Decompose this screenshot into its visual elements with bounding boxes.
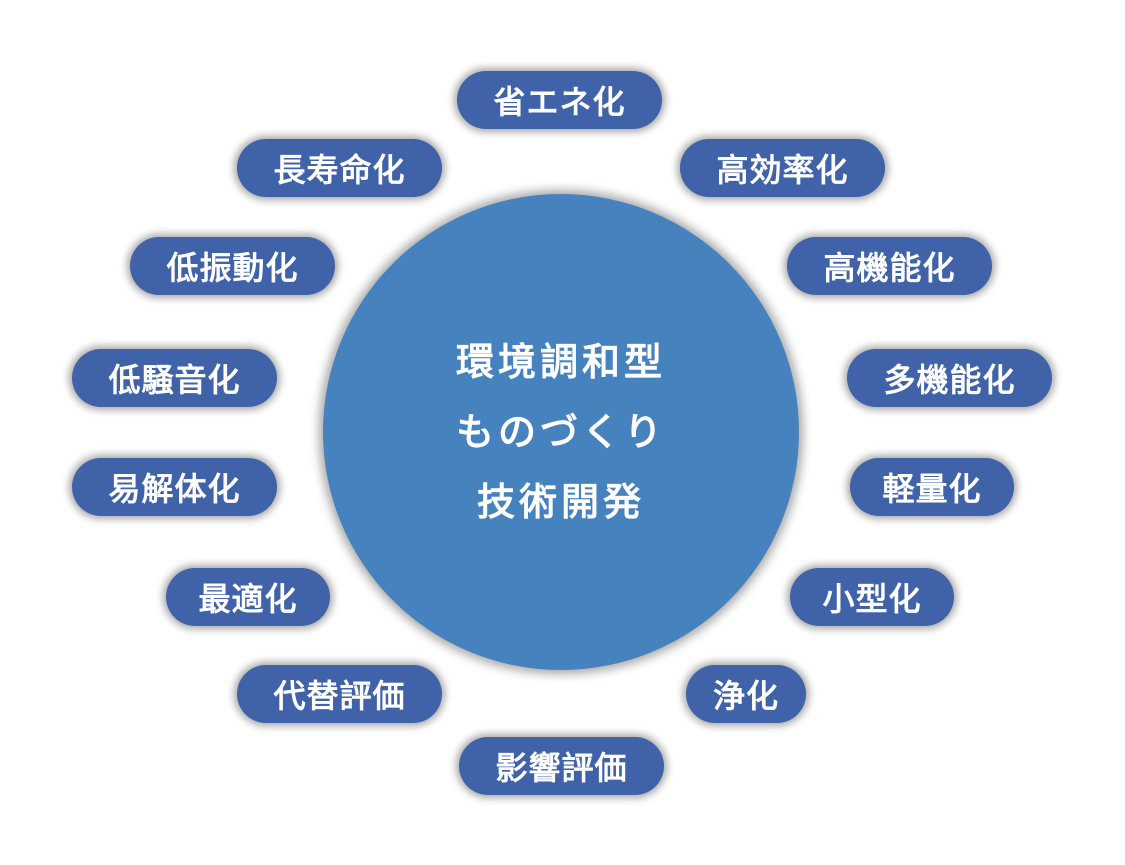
pill-label: 最適化: [198, 580, 298, 618]
pill-label: 軽量化: [882, 470, 982, 508]
pill-label: 長寿命化: [273, 151, 406, 189]
pill-label: 多機能化: [883, 361, 1016, 399]
pill-miniaturization: 小型化: [790, 568, 954, 626]
pill-high-efficiency: 高効率化: [680, 139, 885, 197]
pill-impact-assessment: 影響評価: [459, 737, 664, 795]
pill-label: 小型化: [822, 580, 922, 618]
pill-label: 易解体化: [108, 470, 241, 508]
pill-label: 影響評価: [495, 749, 628, 787]
center-line-2: ものづくり: [455, 410, 666, 454]
pill-easy-disassembly: 易解体化: [72, 458, 277, 516]
pill-low-vibration: 低振動化: [130, 237, 335, 295]
pill-label: 代替評価: [273, 677, 406, 715]
pill-label: 高機能化: [823, 249, 956, 287]
pill-label: 高効率化: [716, 151, 849, 189]
pill-label: 低振動化: [166, 249, 299, 287]
pill-weight-reduction: 軽量化: [850, 458, 1014, 516]
pill-optimization: 最適化: [166, 568, 330, 626]
pill-high-functionality: 高機能化: [787, 237, 992, 295]
pill-low-noise: 低騒音化: [72, 349, 277, 407]
center-line-3: 技術開発: [476, 480, 645, 524]
pill-energy-saving: 省エネ化: [457, 71, 662, 129]
center-circle: 環境調和型 ものづくり 技術開発: [323, 194, 799, 670]
pill-multi-functionality: 多機能化: [847, 349, 1052, 407]
pill-label: 省エネ化: [493, 83, 626, 121]
pill-purification: 浄化: [686, 665, 806, 723]
pill-label: 低騒音化: [108, 361, 241, 399]
pill-label: 浄化: [712, 677, 779, 715]
pill-alternative-assessment: 代替評価: [237, 665, 442, 723]
pill-long-life: 長寿命化: [237, 139, 442, 197]
center-line-1: 環境調和型: [455, 340, 666, 384]
